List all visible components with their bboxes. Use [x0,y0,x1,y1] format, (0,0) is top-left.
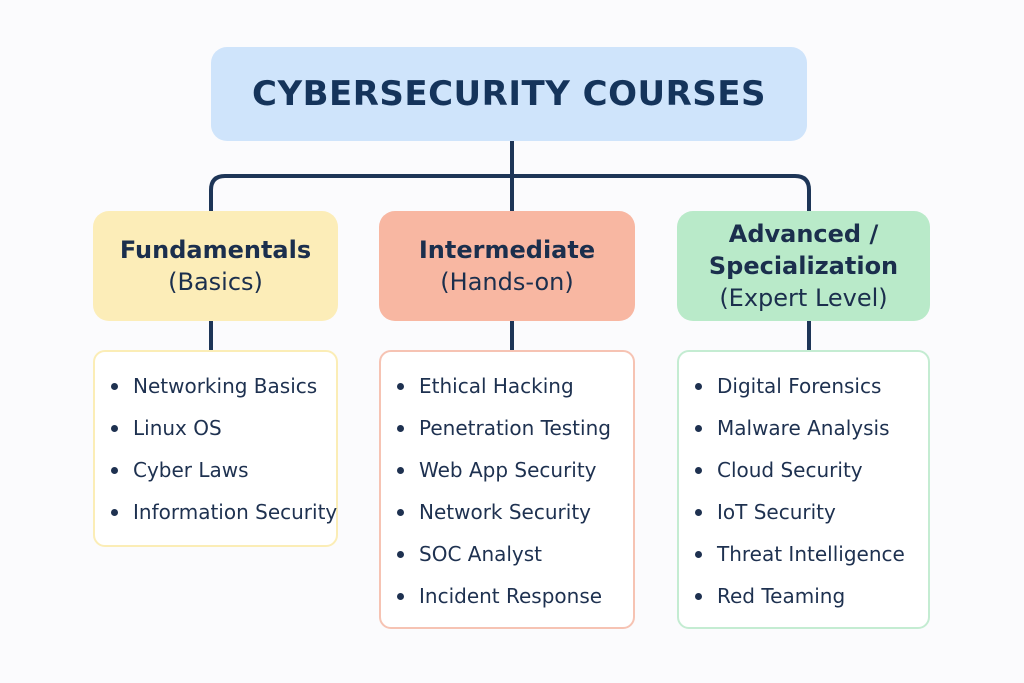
category-title: Fundamentals [119,236,312,264]
category-title: Intermediate [418,236,596,264]
list-item: Red Teaming [679,580,928,622]
list-item: Malware Analysis [679,412,928,454]
category-intermediate: Intermediate (Hands-on) [379,211,635,321]
category-title-line-2: Specialization [708,252,899,280]
course-list-advanced: Digital Forensics Malware Analysis Cloud… [677,350,930,629]
list-item: Digital Forensics [679,370,928,412]
category-advanced: Advanced / Specialization (Expert Level) [677,211,930,321]
course-list-fundamentals: Networking Basics Linux OS Cyber Laws In… [93,350,338,547]
category-subtitle: (Basics) [168,268,263,296]
list-item: IoT Security [679,496,928,538]
list-item: Information Security [95,496,337,538]
list-item: Penetration Testing [381,412,633,454]
category-fundamentals: Fundamentals (Basics) [93,211,338,321]
category-title: Advanced / [728,220,879,248]
title-box: CYBERSECURITY COURSES [211,47,807,141]
list-item: Incident Response [381,580,633,622]
page-title: CYBERSECURITY COURSES [252,74,766,114]
course-list-intermediate: Ethical Hacking Penetration Testing Web … [379,350,635,629]
list-item: Web App Security [381,454,633,496]
list-item: SOC Analyst [381,538,633,580]
list-item: Ethical Hacking [381,370,633,412]
category-subtitle: (Expert Level) [719,284,888,312]
list-item: Cyber Laws [95,454,336,496]
category-subtitle: (Hands-on) [440,268,574,296]
list-item: Threat Intelligence [679,538,928,580]
list-item: Network Security [381,496,633,538]
list-item: Cloud Security [679,454,928,496]
list-item: Networking Basics [95,370,336,412]
list-item: Linux OS [95,412,336,454]
